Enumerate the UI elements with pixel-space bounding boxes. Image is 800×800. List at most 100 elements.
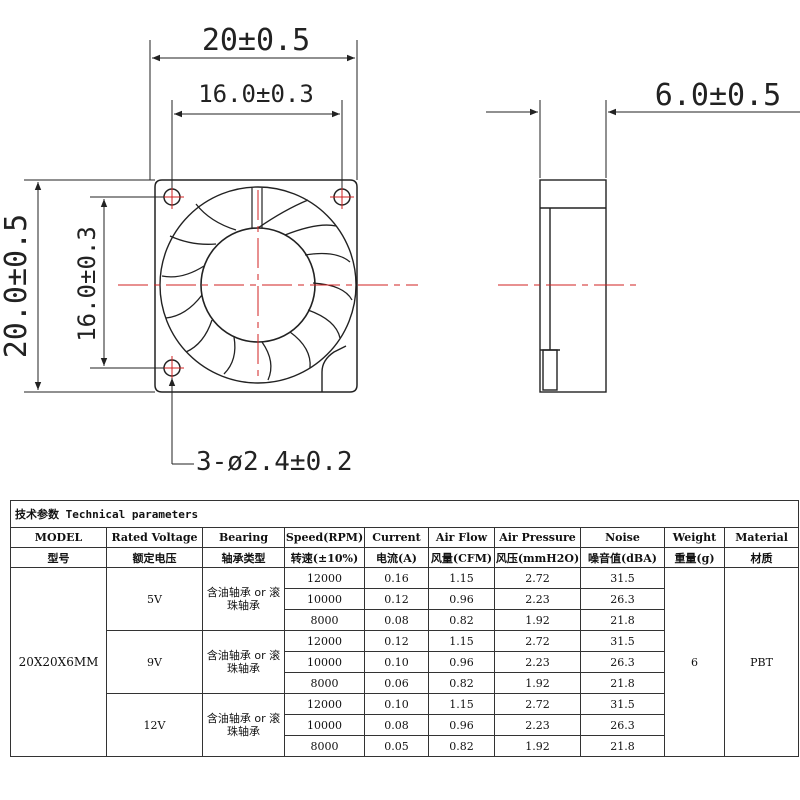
cell-model: 20X20X6MM: [10, 567, 107, 757]
cell-current: 0.05: [364, 735, 429, 757]
fan-frame-outline: [154, 179, 358, 393]
cell-voltage: 9V: [106, 630, 203, 694]
cell-current: 0.16: [364, 567, 429, 589]
dimension-hole-spacing-v: [90, 196, 164, 369]
cell-speed: 8000: [284, 672, 365, 694]
cell-airflow: 0.82: [428, 735, 495, 757]
header-air-pressure: Air Pressure: [494, 527, 581, 548]
header-cn-material: 材质: [723, 547, 800, 568]
cell-airflow: 0.96: [428, 714, 495, 736]
cell-airflow: 1.15: [428, 567, 495, 589]
cell-airflow: 1.15: [428, 630, 495, 652]
cell-noise: 26.3: [580, 714, 665, 736]
cell-speed: 10000: [284, 588, 365, 610]
header-cn-noise: 噪音值(dBA): [580, 547, 665, 568]
cell-current: 0.12: [364, 588, 429, 610]
cell-pressure: 2.23: [494, 588, 581, 610]
cell-current: 0.08: [364, 609, 429, 631]
cell-current: 0.10: [364, 651, 429, 673]
cell-speed: 8000: [284, 609, 365, 631]
cell-material: PBT: [723, 567, 800, 757]
frame-strut: [251, 188, 263, 228]
cell-airflow: 1.15: [428, 693, 495, 715]
cell-current: 0.10: [364, 693, 429, 715]
side-view: [539, 179, 607, 393]
side-view-wire-outlet: [542, 349, 558, 391]
cell-noise: 21.8: [580, 735, 665, 757]
cell-speed: 10000: [284, 714, 365, 736]
header-noise: Noise: [580, 527, 665, 548]
cell-noise: 31.5: [580, 693, 665, 715]
cell-bearing: 含油轴承 or 滚珠轴承: [202, 567, 285, 631]
side-view-body: [539, 179, 607, 393]
dimension-outer-height-label: 20.0±0.5: [0, 214, 34, 359]
cell-noise: 31.5: [580, 630, 665, 652]
dimension-hole-spacing-h: [171, 100, 343, 188]
cell-voltage: 5V: [106, 567, 203, 631]
cell-airflow: 0.96: [428, 651, 495, 673]
dimension-outer-width: [149, 40, 358, 180]
cell-speed: 12000: [284, 630, 365, 652]
cell-noise: 26.3: [580, 588, 665, 610]
cell-current: 0.06: [364, 672, 429, 694]
cell-speed: 12000: [284, 693, 365, 715]
wire-exit-notch: [321, 345, 347, 392]
cell-airflow: 0.82: [428, 609, 495, 631]
header-model: MODEL: [10, 527, 107, 548]
cell-speed: 8000: [284, 735, 365, 757]
cell-noise: 21.8: [580, 672, 665, 694]
dimension-holes-label: 3-ø2.4±0.2: [196, 447, 353, 477]
cell-speed: 10000: [284, 651, 365, 673]
cell-airflow: 0.82: [428, 672, 495, 694]
cell-voltage: 12V: [106, 693, 203, 757]
header-cn-speed: 转速(±10%): [284, 547, 365, 568]
cell-pressure: 2.23: [494, 651, 581, 673]
header-bearing: Bearing: [202, 527, 285, 548]
header-cn-model: 型号: [10, 547, 107, 568]
cell-noise: 31.5: [580, 567, 665, 589]
header-cn-air-pressure: 风压(mmH2O): [494, 547, 581, 568]
technical-parameters-table: 技术参数 Technical parameters MODEL Rated Vo…: [9, 500, 800, 757]
front-view: [154, 179, 358, 393]
cell-airflow: 0.96: [428, 588, 495, 610]
cell-weight: 6: [664, 567, 725, 757]
header-cn-current: 电流(A): [364, 547, 429, 568]
header-cn-weight: 重量(g): [664, 547, 725, 568]
fan-blades: [161, 199, 353, 381]
cell-noise: 21.8: [580, 609, 665, 631]
front-centerlines: [118, 185, 418, 380]
header-cn-bearing: 轴承类型: [202, 547, 285, 568]
spec-table: 技术参数 Technical parameters MODEL Rated Vo…: [9, 500, 800, 757]
cell-pressure: 2.23: [494, 714, 581, 736]
cell-noise: 26.3: [580, 651, 665, 673]
header-air-flow: Air Flow: [428, 527, 495, 548]
cell-speed: 12000: [284, 567, 365, 589]
header-cn-rated-voltage: 额定电压: [106, 547, 203, 568]
cell-pressure: 2.72: [494, 630, 581, 652]
cell-pressure: 2.72: [494, 567, 581, 589]
dimension-outer-width-label: 20±0.5: [202, 23, 310, 58]
header-speed: Speed(RPM): [284, 527, 365, 548]
header-weight: Weight: [664, 527, 725, 548]
fan-technical-drawing: 20±0.5 16.0±0.3 20.0±0.5 16.0±0.3 3-ø2.4…: [0, 23, 800, 477]
header-cn-air-flow: 风量(CFM): [428, 547, 495, 568]
dimension-hole-spacing-h-label: 16.0±0.3: [198, 80, 314, 108]
dimension-thickness: [486, 100, 800, 178]
header-material: Material: [723, 527, 800, 548]
dimension-holes-leader: [168, 378, 194, 465]
table-title: 技术参数 Technical parameters: [9, 500, 800, 528]
header-row-cn: 型号 额定电压 轴承类型 转速(±10%) 电流(A) 风量(CFM) 风压(m…: [10, 547, 800, 568]
dimension-thickness-label: 6.0±0.5: [655, 78, 781, 113]
cell-pressure: 1.92: [494, 609, 581, 631]
header-current: Current: [364, 527, 429, 548]
cell-pressure: 1.92: [494, 672, 581, 694]
cell-pressure: 1.92: [494, 735, 581, 757]
cell-bearing: 含油轴承 or 滚珠轴承: [202, 630, 285, 694]
header-row-en: MODEL Rated Voltage Bearing Speed(RPM) C…: [10, 527, 800, 548]
